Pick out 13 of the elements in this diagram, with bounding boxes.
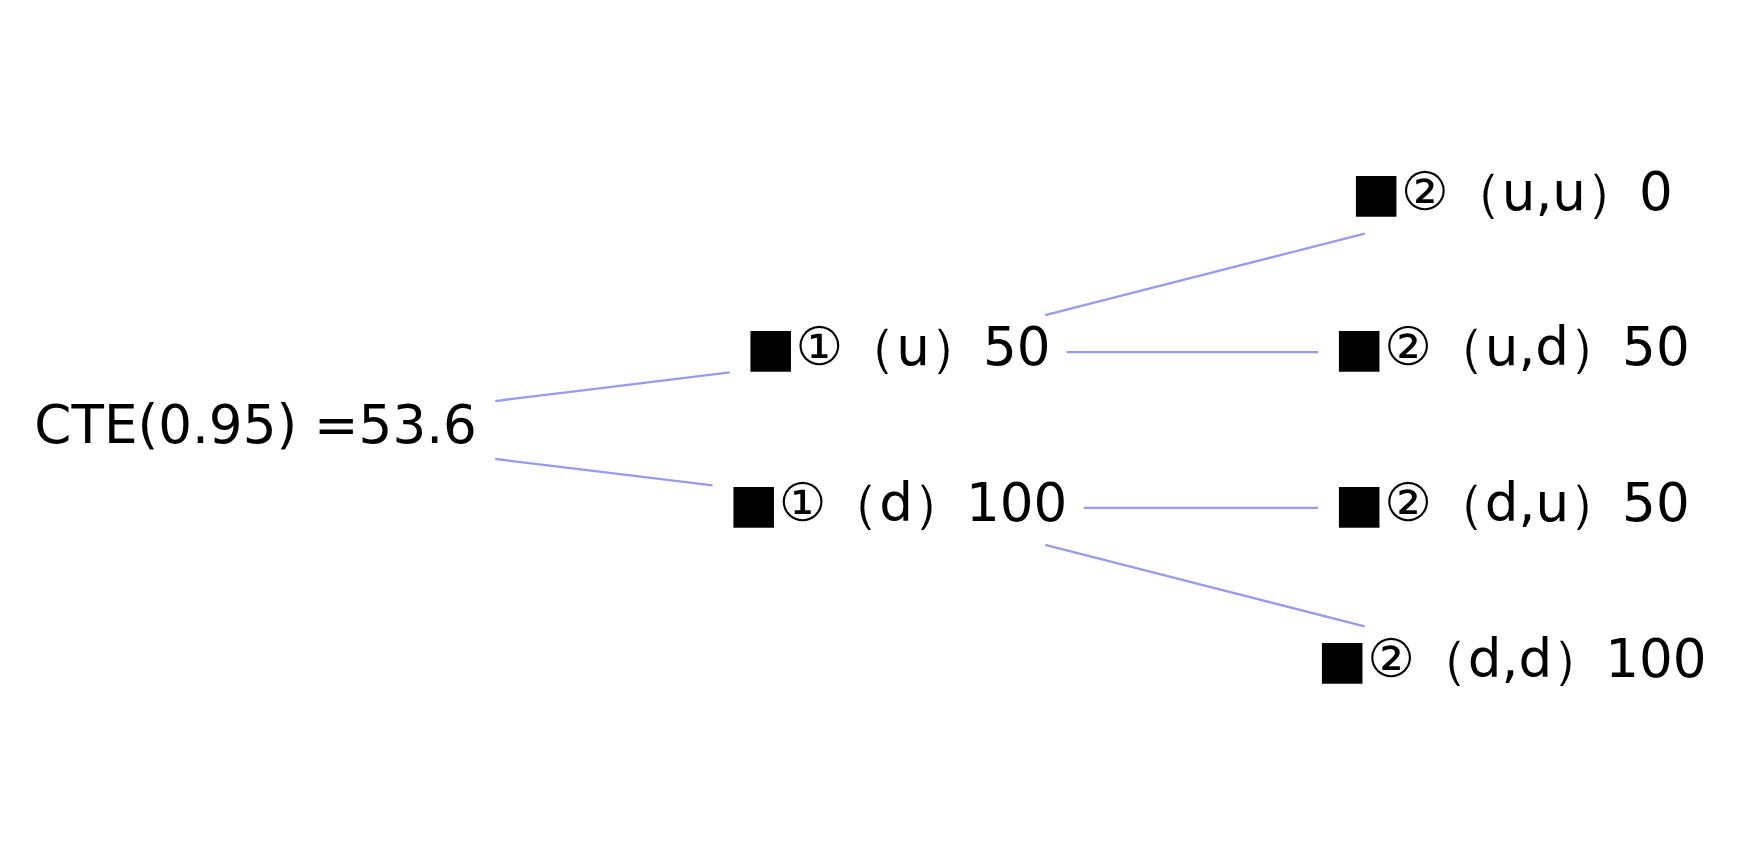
connector xyxy=(1044,232,1365,316)
connector xyxy=(495,457,713,487)
node-text: ■①（u）50 xyxy=(745,315,1051,378)
connector xyxy=(1066,350,1319,353)
connector xyxy=(1044,543,1365,627)
node-text: ■②（u,u）0 xyxy=(1350,160,1673,223)
node-text: ■②（d,u）50 xyxy=(1333,471,1690,534)
node-text: CTE(0.95) =53.6 xyxy=(34,393,477,456)
node-text: ■①（d）100 xyxy=(728,471,1068,534)
connector xyxy=(495,370,730,402)
node-text: ■②（d,d）100 xyxy=(1317,627,1707,689)
connector xyxy=(1083,506,1318,509)
node-text: ■②（u,d）50 xyxy=(1333,315,1690,378)
